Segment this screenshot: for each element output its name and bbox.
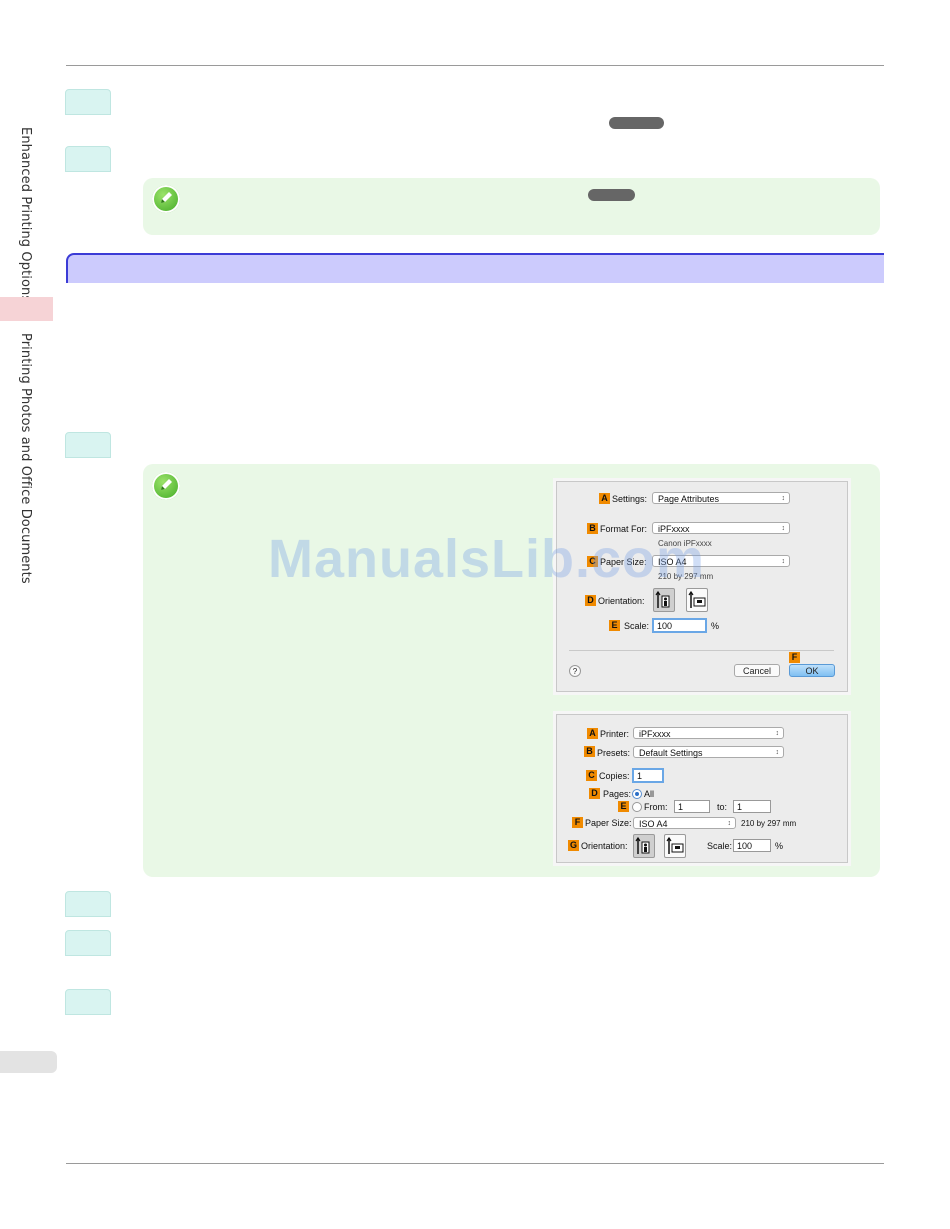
step-marker (65, 146, 111, 172)
dialog-divider (569, 650, 834, 651)
presets-value: Default Settings (639, 748, 703, 758)
landscape-orientation-button[interactable] (664, 834, 686, 858)
landscape-orientation-button[interactable] (686, 588, 708, 612)
orientation-label: Orientation: (598, 596, 645, 606)
help-button[interactable]: ? (569, 665, 581, 677)
printer-label: Printer: (600, 729, 630, 739)
callout-badge-b: B (587, 523, 598, 534)
callout-badge-d: D (589, 788, 600, 799)
landscape-icon (688, 590, 706, 608)
sidebar-active-tab (0, 297, 53, 321)
paper-size-label: Paper Size: (600, 557, 647, 567)
to-page-input[interactable]: 1 (733, 800, 771, 813)
key-label-chip (609, 117, 664, 129)
step-marker (65, 891, 111, 917)
note-pencil-icon (152, 472, 180, 500)
callout-badge-b: B (584, 746, 595, 757)
callout-badge-f: F (572, 817, 583, 828)
ok-button[interactable]: OK (789, 664, 835, 677)
pages-all-radio[interactable] (632, 789, 642, 799)
paper-size-value: ISO A4 (639, 819, 668, 829)
updown-arrows-icon: ↕ (781, 525, 786, 532)
scale-input[interactable]: 100 (733, 839, 771, 852)
callout-badge-e: E (618, 801, 629, 812)
updown-arrows-icon: ↕ (727, 820, 732, 827)
step-marker (65, 989, 111, 1015)
paper-size-label: Paper Size: (585, 818, 632, 828)
updown-arrows-icon: ↕ (775, 730, 780, 737)
portrait-orientation-button[interactable] (653, 588, 675, 612)
scale-label: Scale: (624, 621, 650, 631)
callout-badge-c: C (586, 770, 597, 781)
settings-popup[interactable]: Page Attributes ↕ (652, 492, 790, 504)
landscape-icon (666, 836, 684, 854)
from-page-input[interactable]: 1 (674, 800, 710, 813)
updown-arrows-icon: ↕ (781, 558, 786, 565)
format-for-value: iPFxxxx (658, 524, 690, 534)
callout-badge-f: F (789, 652, 800, 663)
callout-badge-a: A (587, 728, 598, 739)
presets-label: Presets: (597, 748, 631, 758)
pages-to-label: to: (717, 802, 728, 812)
paper-size-subtext: 210 by 297 mm (741, 819, 797, 828)
copies-label: Copies: (599, 771, 630, 781)
step-marker (65, 432, 111, 458)
printer-value: iPFxxxx (639, 729, 671, 739)
format-for-label: Format For: (600, 524, 648, 534)
callout-badge-c: C (587, 556, 598, 567)
paper-size-popup[interactable]: ISO A4 ↕ (633, 817, 736, 829)
settings-value: Page Attributes (658, 494, 720, 504)
scale-unit: % (711, 621, 720, 631)
note-box (143, 178, 880, 235)
paper-size-subtext: 210 by 297 mm (658, 572, 714, 581)
sidebar-chapter-title: Enhanced Printing Options (18, 127, 33, 303)
page-number-tab (0, 1051, 57, 1073)
settings-label: Settings: (612, 494, 648, 504)
callout-badge-g: G (568, 840, 579, 851)
pages-all-label: All (644, 789, 655, 799)
format-for-popup[interactable]: iPFxxxx ↕ (652, 522, 790, 534)
page-setup-dialog: A Settings: Page Attributes ↕ B Format Fo… (556, 481, 848, 692)
updown-arrows-icon: ↕ (775, 749, 780, 756)
sidebar-section-title: Printing Photos and Office Documents (18, 333, 33, 584)
print-dialog: A Printer: iPFxxxx ↕ B Presets: Default S… (556, 714, 848, 863)
copies-input[interactable]: 1 (632, 768, 664, 783)
presets-popup[interactable]: Default Settings ↕ (633, 746, 784, 758)
watermark: ManualsLib.com (268, 529, 706, 589)
paper-size-value: ISO A4 (658, 557, 687, 567)
pages-from-radio[interactable] (632, 802, 642, 812)
paper-size-popup[interactable]: ISO A4 ↕ (652, 555, 790, 567)
printer-popup[interactable]: iPFxxxx ↕ (633, 727, 784, 739)
scale-label: Scale: (707, 841, 733, 851)
scale-input[interactable]: 100 (652, 618, 707, 633)
header-rule (66, 65, 884, 66)
callout-badge-e: E (609, 620, 620, 631)
callout-badge-a: A (599, 493, 610, 504)
section-heading-bar (66, 253, 884, 283)
radio-dot (635, 792, 639, 796)
portrait-icon (635, 836, 650, 854)
updown-arrows-icon: ↕ (781, 495, 786, 502)
portrait-orientation-button[interactable] (633, 834, 655, 858)
orientation-label: Orientation: (581, 841, 628, 851)
key-label-chip (588, 189, 635, 201)
note-pencil-icon (152, 185, 180, 213)
step-marker (65, 930, 111, 956)
format-for-subtext: Canon iPFxxxx (658, 539, 712, 548)
portrait-icon (655, 590, 670, 608)
cancel-button[interactable]: Cancel (734, 664, 780, 677)
footer-rule (66, 1163, 884, 1164)
pages-label: Pages: (603, 789, 632, 799)
callout-badge-d: D (585, 595, 596, 606)
scale-unit: % (775, 841, 784, 851)
step-marker (65, 89, 111, 115)
pages-from-label: From: (644, 802, 668, 812)
